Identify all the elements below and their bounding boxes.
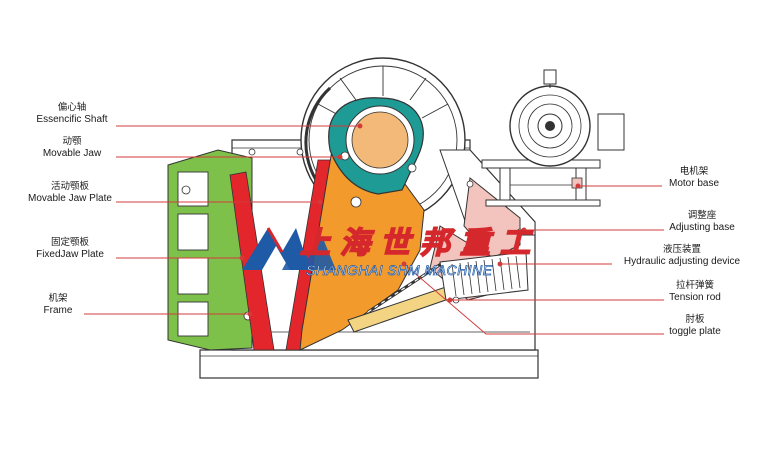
label-cn: 活动颚板	[50, 181, 89, 192]
label-adjusting-base: 调整座 Adjusting base	[662, 210, 742, 234]
label-en: Adjusting base	[669, 222, 735, 233]
label-en: toggle plate	[669, 326, 721, 337]
label-en: FixedJaw Plate	[36, 249, 104, 260]
label-motor-base: 电机架 Motor base	[662, 166, 726, 190]
logo-mark	[242, 227, 336, 270]
label-eccentric-shaft: 偏心轴 Essencific Shaft	[24, 102, 120, 126]
jaw-bolt	[350, 196, 362, 208]
adjusting-base	[463, 177, 521, 259]
label-en: Tension rod	[669, 292, 721, 303]
label-cn: 电机架	[679, 166, 709, 177]
label-cn: 肘板	[685, 314, 705, 325]
label-en: Essencific Shaft	[36, 114, 108, 125]
label-en: Movable Jaw	[42, 148, 102, 159]
label-toggle-plate: 肘板 toggle plate	[662, 314, 728, 338]
label-en: Motor base	[668, 178, 720, 189]
leader-lines	[84, 123, 664, 335]
label-cn: 拉杆弹簧	[675, 280, 714, 291]
base-plate	[199, 349, 539, 379]
label-movable-jaw-plate: 活动颚板 Movable Jaw Plate	[18, 181, 122, 205]
label-movable-jaw: 动颚 Movable Jaw	[28, 136, 116, 160]
label-en: Hydraulic adjusting device	[623, 256, 741, 267]
label-frame: 机架 Frame	[36, 293, 80, 317]
label-cn: 液压装置	[662, 244, 701, 255]
eccentric-shaft-assembly	[328, 97, 424, 195]
label-cn: 固定颚板	[50, 237, 89, 248]
label-tension-rod: 拉杆弹簧 Tension rod	[662, 280, 728, 304]
label-cn: 偏心轴	[57, 102, 87, 113]
label-cn: 动颚	[62, 136, 82, 147]
label-hydraulic-device: 液压装置 Hydraulic adjusting device	[612, 244, 752, 268]
label-fixed-jaw-plate: 固定颚板 FixedJaw Plate	[22, 237, 118, 261]
label-en: Movable Jaw Plate	[28, 193, 112, 204]
label-cn: 机架	[48, 293, 68, 304]
watermark-en: SHANGHAI SHM MACHINE	[306, 262, 493, 279]
label-en: Frame	[43, 305, 73, 316]
label-cn: 调整座	[687, 210, 717, 221]
watermark-cn: 上海世邦重工	[299, 225, 540, 262]
motor-assembly	[481, 69, 625, 207]
frame-green	[167, 149, 253, 351]
